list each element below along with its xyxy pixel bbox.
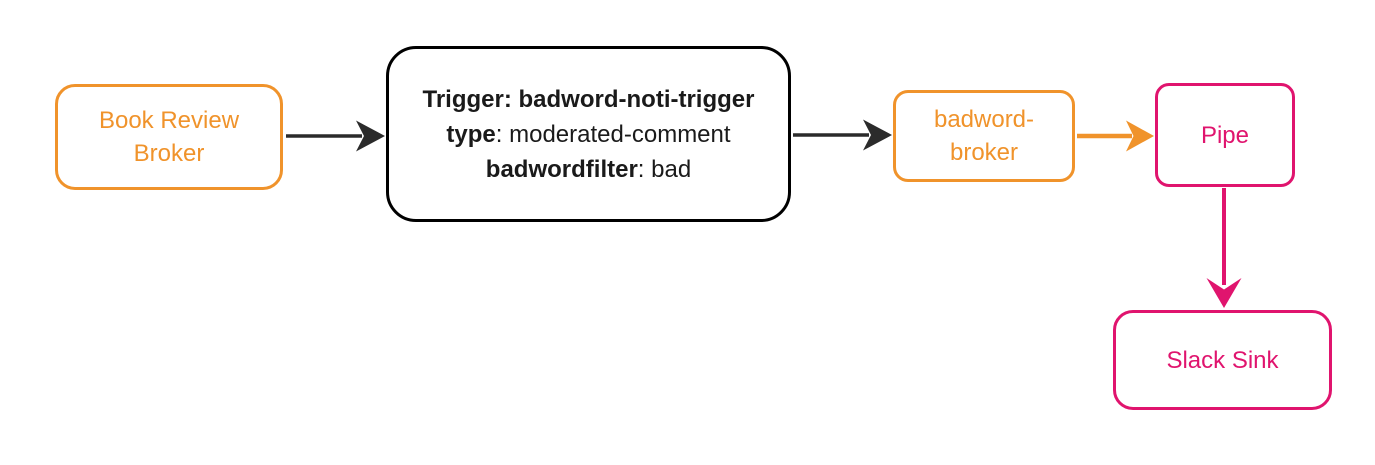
trigger-type-value: : moderated-comment [495,120,731,148]
trigger-filter-value: : bad [637,155,692,183]
node-label-line: broker [949,139,1019,166]
arrow-badword-broker-to-pipe [1077,120,1154,152]
node-book-review-broker: Book Review Broker [55,84,283,190]
node-trigger: Trigger: badword-noti-trigger type: mode… [386,46,791,222]
node-slack-sink: Slack Sink [1113,310,1332,410]
node-book-review-broker-label: Book Review Broker [99,104,239,170]
node-slack-sink-label: Slack Sink [1166,346,1279,374]
node-pipe-label: Pipe [1200,121,1250,149]
trigger-line-1: Trigger: badword-noti-trigger [423,82,755,117]
arrow-book-review-broker-to-trigger [286,120,385,152]
trigger-line-2: type: moderated-comment [423,117,755,152]
arrow-trigger-to-badword-broker [793,119,892,151]
node-label-line: Broker [133,140,205,167]
node-label-line: Book Review [98,107,240,134]
node-pipe: Pipe [1155,83,1295,187]
node-badword-broker: badword- broker [893,90,1075,182]
trigger-filter-key: badwordfilter [485,155,638,183]
node-label-line: badword- [933,106,1035,133]
trigger-name-text: Trigger: badword-noti-trigger [422,85,755,113]
node-trigger-label: Trigger: badword-noti-trigger type: mode… [423,82,755,187]
trigger-line-3: badwordfilter: bad [423,152,755,187]
arrow-pipe-to-slack-sink [1206,188,1242,308]
node-badword-broker-label: badword- broker [934,103,1034,169]
trigger-type-key: type [446,120,496,148]
